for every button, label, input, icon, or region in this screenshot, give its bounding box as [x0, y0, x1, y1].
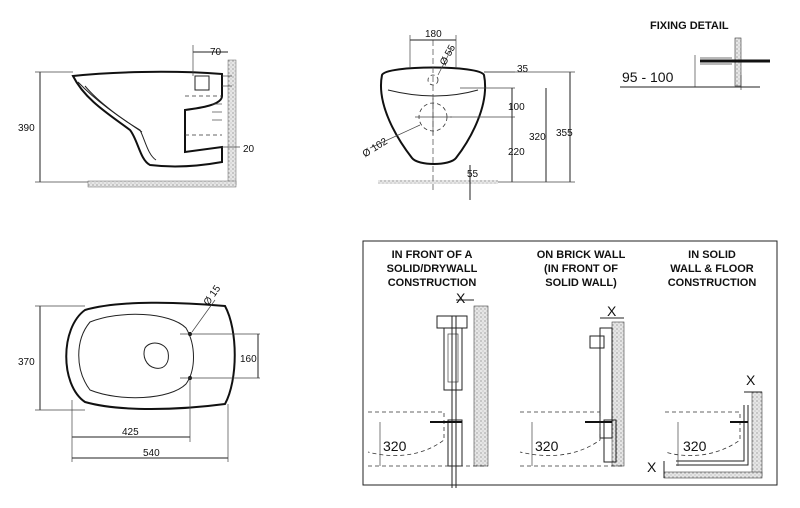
install-panel-2: ON BRICK WALL (IN FRONT OF SOLID WALL) X…	[519, 249, 626, 467]
dim-370: 370	[18, 357, 35, 368]
bowl-side-outline	[71, 70, 223, 168]
panel-3-floor	[663, 471, 763, 479]
panel-3-heading-2: WALL & FLOOR	[670, 263, 754, 275]
panel-3-height: 320	[683, 438, 707, 454]
dim-390: 390	[18, 123, 35, 134]
rim-line	[387, 89, 479, 97]
floor-line	[378, 180, 498, 184]
dim-180: 180	[425, 29, 442, 40]
panel-3-x-bottom: X	[647, 459, 657, 475]
panel-1-x: X	[456, 290, 466, 306]
wall-hatch	[227, 59, 237, 186]
panel-2-wall	[611, 321, 625, 467]
panel-1-wall	[473, 305, 489, 467]
floor-hatch	[87, 180, 237, 188]
fixing-detail-title: FIXING DETAIL	[650, 20, 729, 32]
panel-1-heading-2: SOLID/DRYWALL	[387, 263, 478, 275]
dim-70: 70	[210, 47, 222, 58]
waste-outlet	[143, 342, 169, 369]
side-view: 70 390 20	[18, 45, 255, 188]
panel-2-x: X	[607, 303, 617, 319]
installation-panel: IN FRONT OF A SOLID/DRYWALL CONSTRUCTION…	[362, 240, 778, 488]
panel-3-heading-1: IN SOLID	[688, 249, 736, 261]
dim-320: 320	[529, 132, 546, 143]
top-view: Ø 15 370 160 425 540	[18, 283, 260, 462]
panel-3-wall	[751, 391, 763, 477]
panel-2-heading-3: SOLID WALL)	[545, 277, 617, 289]
panel-1-heading-3: CONSTRUCTION	[388, 277, 477, 289]
inlet-box	[194, 75, 210, 91]
dim-100: 100	[508, 102, 525, 113]
dim-35: 35	[517, 64, 529, 75]
bowl-inner-rim	[77, 81, 157, 161]
panel-1-heading-1: IN FRONT OF A	[392, 249, 473, 261]
dim-55-dia: Ø 55	[438, 43, 458, 68]
fixing-detail: FIXING DETAIL 95 - 100	[620, 20, 770, 90]
install-panel-1: IN FRONT OF A SOLID/DRYWALL CONSTRUCTION…	[367, 249, 489, 488]
installation-frame	[362, 240, 778, 486]
dim-160: 160	[240, 354, 257, 365]
panel-2-heading-1: ON BRICK WALL	[537, 249, 626, 261]
dim-20: 20	[243, 144, 255, 155]
panel-2-height: 320	[535, 438, 559, 454]
bowl-top-outline	[65, 301, 236, 410]
front-view: 180 Ø 55 35 100 Ø 102 320 355 220 55	[361, 29, 575, 200]
dim-220: 220	[508, 147, 525, 158]
bowl-opening	[78, 313, 194, 399]
dim-540: 540	[143, 448, 160, 459]
panel-1-height: 320	[383, 438, 407, 454]
bowl-inner-rim-2	[84, 85, 143, 133]
fixing-dim: 95 - 100	[622, 69, 674, 85]
panel-1-cistern	[443, 327, 463, 391]
panel-3-heading-3: CONSTRUCTION	[668, 277, 757, 289]
bowl-front-outline	[380, 66, 487, 165]
panel-3-x-top: X	[746, 372, 756, 388]
panel-2-frame	[599, 327, 613, 439]
dim-425: 425	[122, 427, 139, 438]
dim-55: 55	[467, 169, 479, 180]
dim-355: 355	[556, 128, 573, 139]
panel-2-heading-2: (IN FRONT OF	[544, 263, 618, 275]
install-panel-3: IN SOLID WALL & FLOOR CONSTRUCTION X X 3…	[647, 249, 763, 479]
dim-102-dia: Ø 102	[361, 136, 390, 160]
dim-15-dia: Ø 15	[202, 283, 224, 307]
